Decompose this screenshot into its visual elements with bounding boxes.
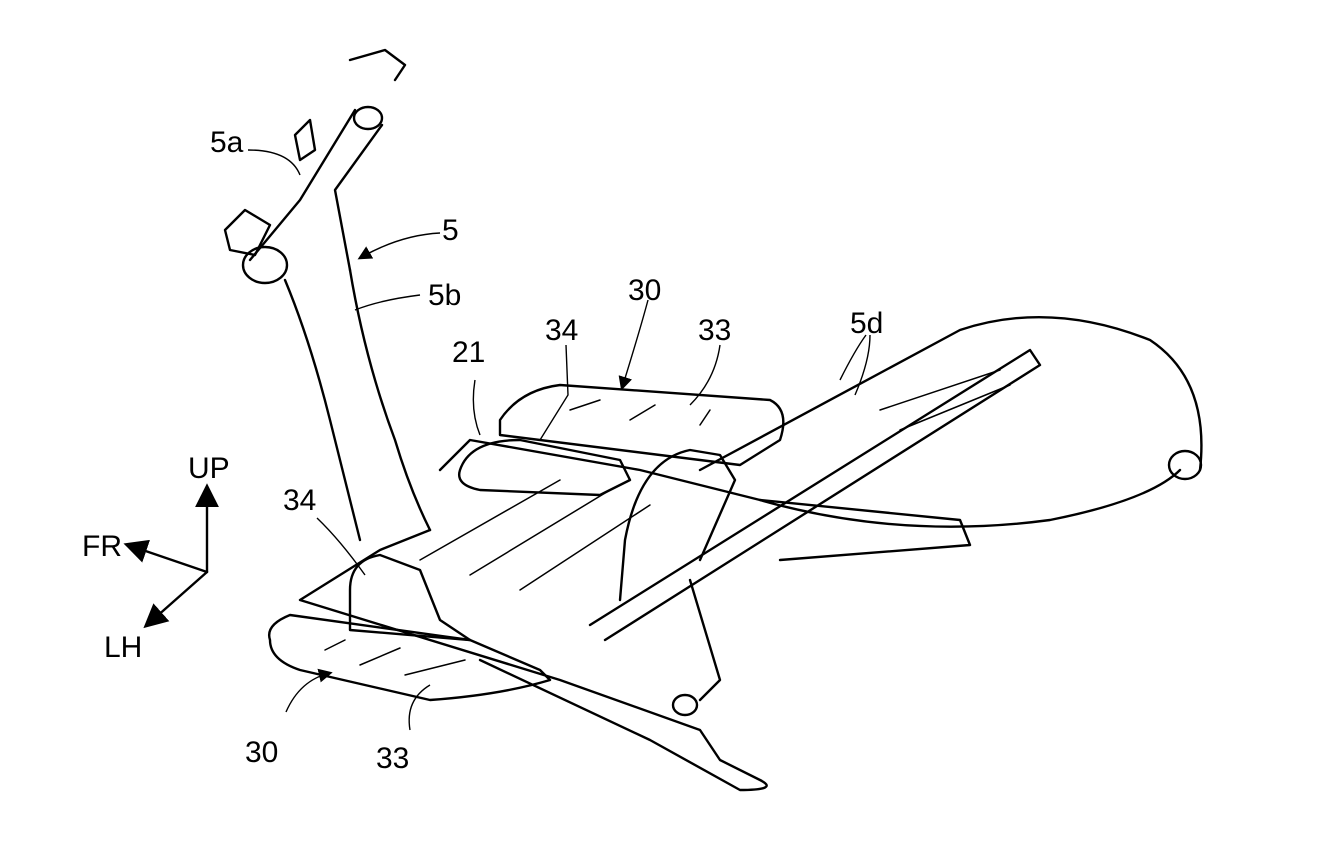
rear-frame	[588, 316, 1203, 642]
step-floor	[298, 438, 972, 792]
label-5: 5	[442, 214, 459, 247]
orientation-left-hand: LH	[104, 631, 142, 664]
main-frame	[223, 48, 432, 542]
label-34-top: 34	[545, 314, 578, 347]
label-5a: 5a	[210, 126, 244, 159]
bracket-34	[348, 438, 632, 642]
label-30-top: 30	[628, 274, 661, 307]
label-5d: 5d	[850, 307, 883, 340]
label-5b: 5b	[428, 279, 461, 312]
left-hand-arrow-icon	[143, 570, 209, 629]
grab-loop	[618, 448, 737, 717]
leader-lines	[247, 149, 871, 731]
orientation-up: UP	[188, 452, 230, 485]
label-33-bottom: 33	[376, 742, 409, 775]
orientation-front: FR	[82, 530, 122, 563]
label-21: 21	[452, 336, 485, 369]
label-30-bottom: 30	[245, 736, 278, 769]
step-board-left	[268, 613, 552, 702]
label-34-left: 34	[283, 484, 316, 517]
front-arrow-icon	[123, 539, 209, 574]
orientation-indicator: UP FR LH	[82, 452, 230, 664]
step-board-right	[498, 383, 785, 467]
label-33-top: 33	[698, 314, 731, 347]
